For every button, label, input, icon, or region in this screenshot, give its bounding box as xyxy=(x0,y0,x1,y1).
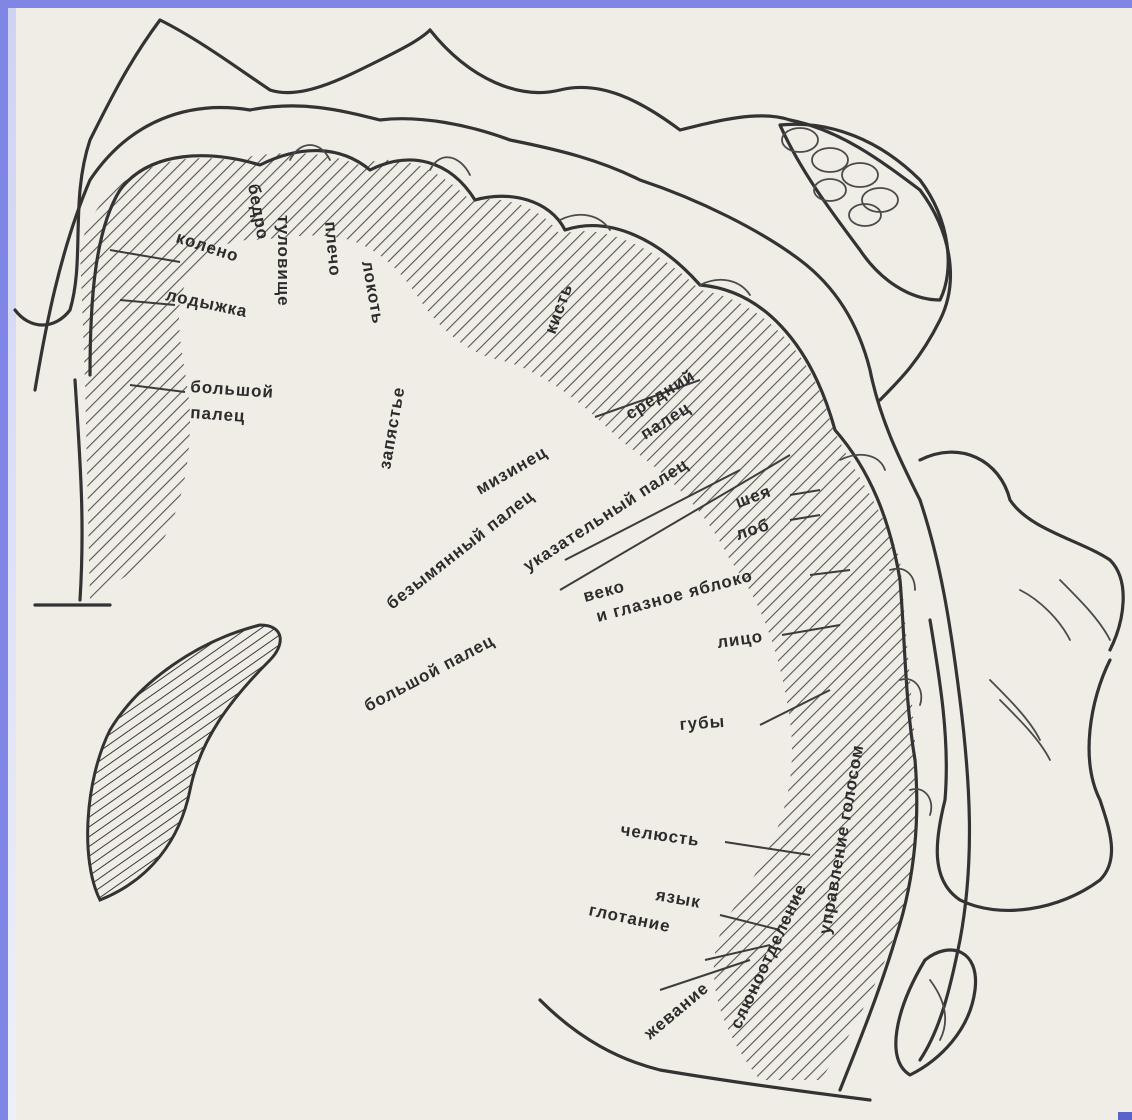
label-chewing: жевание xyxy=(640,978,713,1043)
label-index-finger: указательный палец xyxy=(520,455,692,576)
right-lobe-outline xyxy=(920,452,1123,910)
diagram-frame: колено лодыжка бедро туловище плечо локо… xyxy=(8,8,1132,1120)
label-trunk: туловище xyxy=(274,215,293,307)
cortex-hatched-band xyxy=(80,153,916,1080)
label-thumb: большой палец xyxy=(361,631,498,716)
label-wrist: запястье xyxy=(375,385,408,471)
label-swallowing: глотание xyxy=(587,900,672,936)
label-big-toe-2: палец xyxy=(190,403,246,426)
hatched-crescent xyxy=(88,625,281,900)
label-jaw: челюсть xyxy=(619,820,701,850)
label-little-finger: мизинец xyxy=(473,442,551,498)
small-oval xyxy=(896,950,976,1075)
label-face: лицо xyxy=(716,627,764,652)
slide-corner-mark xyxy=(1118,1112,1132,1120)
sulcus-lines xyxy=(990,580,1110,760)
label-ring-finger: безымянный палец xyxy=(383,486,538,613)
label-shoulder: плечо xyxy=(321,221,345,278)
homunculus-diagram: колено лодыжка бедро туловище плечо локо… xyxy=(8,8,1132,1120)
label-big-toe-1: большой xyxy=(190,377,275,402)
label-tongue: язык xyxy=(653,885,702,912)
label-lips: губы xyxy=(679,712,726,734)
label-elbow: локоть xyxy=(358,259,388,325)
